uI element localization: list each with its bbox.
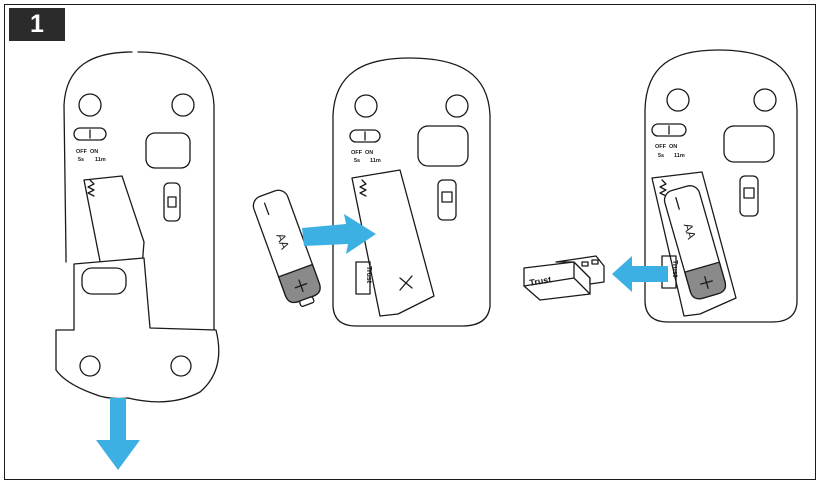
remove-receiver-arrow (612, 256, 668, 292)
mouse-1-off-label: OFF (76, 149, 88, 155)
mouse-3-power-switch (651, 123, 687, 137)
mouse-1-right-foot (171, 93, 195, 117)
mouse-2-on-label: ON (365, 150, 373, 156)
installed-battery-label: AA (681, 222, 699, 241)
mouse-2-battery-bay (351, 169, 435, 317)
mouse-3-timer-short: 5s (658, 153, 664, 159)
mouse-1-cover-left-foot (79, 355, 101, 377)
mouse-2-left-foot (354, 94, 378, 118)
mouse-3-timer-long: 11m (674, 153, 685, 159)
aa-battery-cap (277, 263, 321, 304)
mouse-3-brand-text: Trust (671, 260, 678, 278)
installed-aa-battery: AA (663, 185, 727, 300)
aa-battery: AA (252, 189, 321, 307)
mouse-2-sensor-window (417, 125, 469, 167)
diagram-frame (4, 4, 816, 480)
mouse-2-timer-short: 5s (354, 158, 360, 164)
usb-receiver-brand-text: Trust (529, 274, 552, 288)
mouse-1-battery-cover (55, 257, 220, 403)
mouse-3-left-foot (666, 88, 690, 112)
insert-battery-arrow (302, 214, 376, 254)
mouse-3-battery-bay (651, 171, 737, 317)
mouse-1-cover-latch (81, 267, 127, 295)
mouse-3-remove-receiver: OFF ON 5s 11m AA Trust (523, 49, 798, 323)
mouse-3-sensor-window (723, 125, 775, 163)
mouse-1-sensor-window (145, 132, 191, 169)
mouse-1-cover-right-foot (170, 355, 192, 377)
mouse-3-right-foot (753, 88, 777, 112)
mouse-2-timer-long: 11m (370, 158, 381, 164)
mouse-1-on-label: ON (90, 149, 98, 155)
installed-battery-minus-sign (675, 197, 680, 210)
aa-battery-terminal (299, 296, 315, 307)
mouse-1-power-switch (73, 127, 107, 141)
mouse-2-off-label: OFF (351, 150, 363, 156)
mouse-3-receiver-slot (739, 175, 759, 217)
mouse-3-on-label: ON (669, 144, 677, 150)
remove-cover-arrow (96, 398, 140, 470)
aa-battery-label: AA (273, 231, 292, 251)
step-number-badge: 1 (9, 8, 65, 41)
mouse-3-spring (659, 179, 667, 197)
mouse-2-right-foot (445, 94, 469, 118)
mouse-2-spring (359, 179, 367, 197)
mouse-2-receiver-slot (437, 179, 457, 221)
mouse-1-left-foot (78, 93, 102, 117)
aa-battery-minus-sign (263, 202, 270, 216)
mouse-2-body (332, 57, 491, 327)
mouse-1-receiver-slot (163, 182, 181, 222)
usb-receiver: Trust (523, 255, 605, 301)
mouse-2-insert-battery: OFF ON 5s 11m Trust AA (252, 57, 491, 327)
mouse-1-cover-removed: OFF ON 5s 11m (55, 51, 220, 470)
mouse-3-body (644, 49, 798, 323)
mouse-1-spring (87, 179, 95, 197)
mouse-2-power-switch (349, 129, 381, 143)
mouse-1-timer-long: 11m (95, 157, 106, 163)
mouse-1-timer-short: 5s (78, 157, 84, 163)
mouse-3-off-label: OFF (655, 144, 667, 150)
installed-battery-cap (683, 261, 727, 300)
mouse-2-brand-plate (355, 261, 371, 295)
mouse-2-brand-text: Trust (365, 266, 372, 284)
